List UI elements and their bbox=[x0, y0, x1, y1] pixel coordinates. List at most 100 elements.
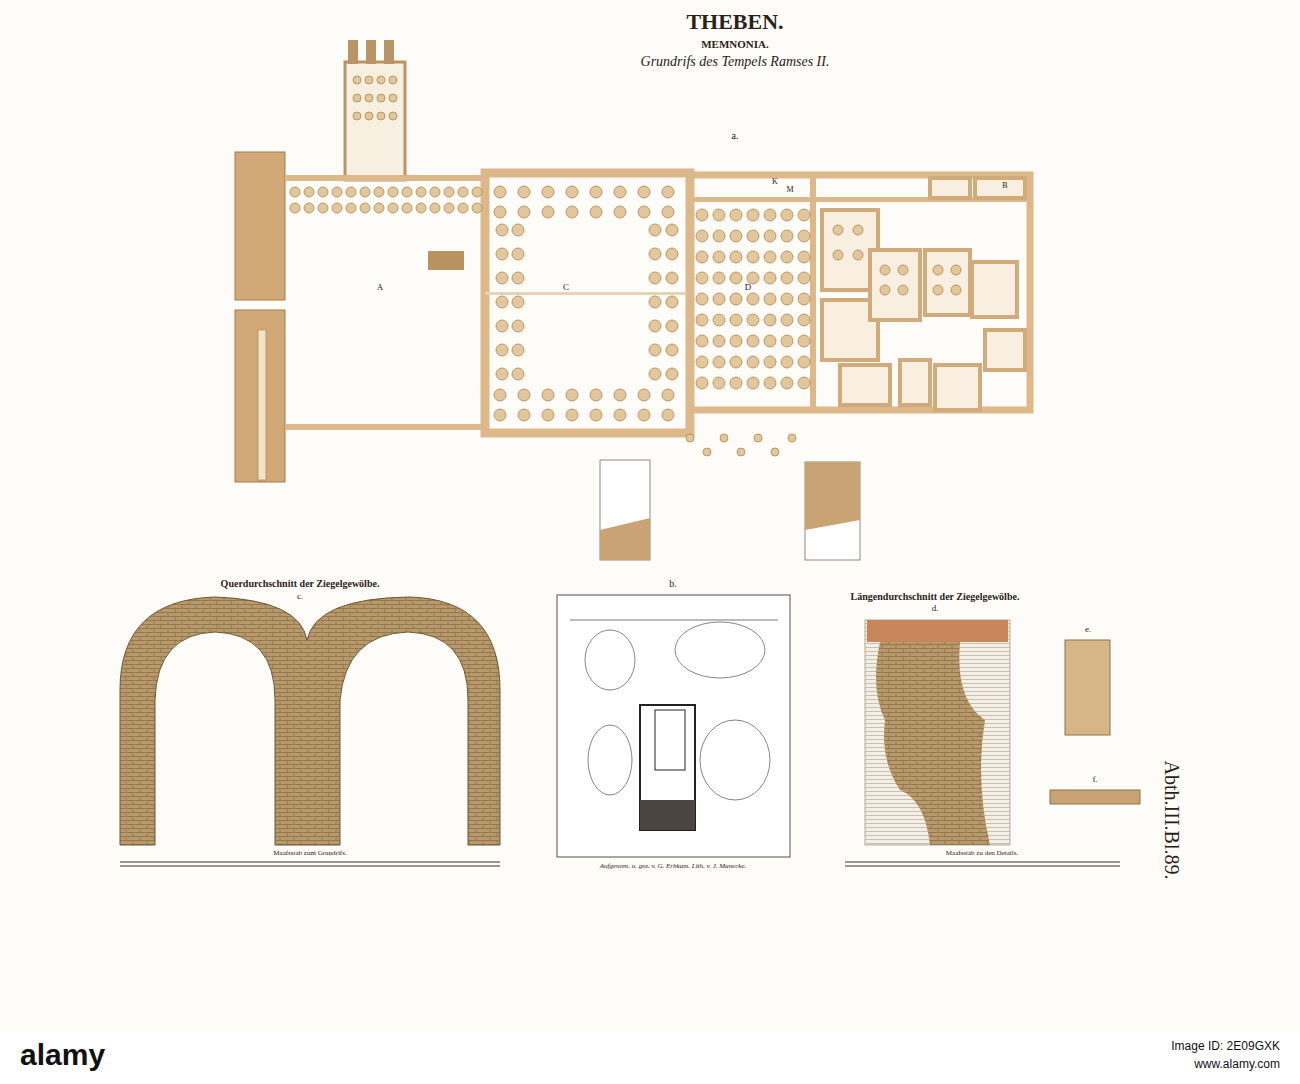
column bbox=[730, 251, 742, 263]
column bbox=[518, 389, 530, 401]
column bbox=[542, 409, 554, 421]
column bbox=[518, 409, 530, 421]
column bbox=[389, 94, 397, 102]
column bbox=[781, 251, 793, 263]
column bbox=[649, 344, 661, 356]
column bbox=[713, 314, 725, 326]
column bbox=[764, 293, 776, 305]
column bbox=[496, 248, 508, 260]
column bbox=[290, 187, 300, 197]
watermark-logo: alamy bbox=[20, 1038, 105, 1071]
column bbox=[730, 209, 742, 221]
column bbox=[416, 187, 426, 197]
column bbox=[494, 409, 506, 421]
column bbox=[360, 187, 370, 197]
column bbox=[512, 296, 524, 308]
column bbox=[614, 206, 626, 218]
column bbox=[781, 314, 793, 326]
column bbox=[686, 434, 694, 442]
column bbox=[472, 187, 482, 197]
column bbox=[542, 206, 554, 218]
column bbox=[737, 448, 745, 456]
column bbox=[898, 285, 908, 295]
column bbox=[346, 203, 356, 213]
column bbox=[703, 448, 711, 456]
column bbox=[713, 335, 725, 347]
column bbox=[472, 203, 482, 213]
column bbox=[512, 344, 524, 356]
column bbox=[781, 293, 793, 305]
column bbox=[542, 389, 554, 401]
column bbox=[496, 320, 508, 332]
column bbox=[318, 187, 328, 197]
column bbox=[781, 377, 793, 389]
plan-label: Maafsstab zum Grundrifs. bbox=[273, 850, 346, 858]
column bbox=[666, 368, 678, 380]
column bbox=[880, 265, 890, 275]
column bbox=[365, 94, 373, 102]
column bbox=[747, 335, 759, 347]
column bbox=[353, 112, 361, 120]
column bbox=[649, 368, 661, 380]
plan-label: M bbox=[786, 186, 793, 195]
column bbox=[649, 296, 661, 308]
column bbox=[374, 203, 384, 213]
column bbox=[798, 314, 810, 326]
column bbox=[666, 344, 678, 356]
column bbox=[747, 314, 759, 326]
column bbox=[304, 203, 314, 213]
column bbox=[649, 320, 661, 332]
column bbox=[290, 203, 300, 213]
column bbox=[764, 272, 776, 284]
plan-label: b. bbox=[669, 578, 677, 589]
column bbox=[430, 187, 440, 197]
column bbox=[713, 377, 725, 389]
column bbox=[666, 272, 678, 284]
column bbox=[798, 293, 810, 305]
column bbox=[798, 272, 810, 284]
column bbox=[649, 224, 661, 236]
column bbox=[747, 356, 759, 368]
column bbox=[590, 389, 602, 401]
column bbox=[666, 320, 678, 332]
column bbox=[666, 224, 678, 236]
column bbox=[696, 272, 708, 284]
column bbox=[638, 409, 650, 421]
column bbox=[666, 248, 678, 260]
column bbox=[614, 389, 626, 401]
plan-label: e. bbox=[1085, 625, 1091, 635]
column bbox=[951, 285, 961, 295]
column bbox=[951, 265, 961, 275]
column bbox=[638, 186, 650, 198]
plan-label: Querdurchschnitt der Ziegelgewölbe. bbox=[221, 578, 380, 589]
footer-strip bbox=[0, 1032, 1300, 1084]
column bbox=[496, 368, 508, 380]
plan-label: C bbox=[563, 283, 569, 293]
column bbox=[781, 230, 793, 242]
column bbox=[781, 272, 793, 284]
column bbox=[713, 251, 725, 263]
column bbox=[696, 314, 708, 326]
column bbox=[496, 344, 508, 356]
column bbox=[853, 225, 863, 235]
column bbox=[512, 248, 524, 260]
plan-label: D bbox=[745, 283, 752, 293]
column bbox=[798, 335, 810, 347]
column bbox=[747, 230, 759, 242]
column bbox=[614, 186, 626, 198]
column bbox=[696, 356, 708, 368]
column bbox=[713, 209, 725, 221]
column bbox=[512, 224, 524, 236]
column bbox=[444, 187, 454, 197]
column bbox=[649, 248, 661, 260]
column bbox=[458, 187, 468, 197]
column bbox=[365, 112, 373, 120]
column bbox=[377, 76, 385, 84]
column bbox=[730, 230, 742, 242]
column bbox=[662, 186, 674, 198]
column bbox=[696, 230, 708, 242]
column bbox=[332, 203, 342, 213]
column bbox=[496, 272, 508, 284]
